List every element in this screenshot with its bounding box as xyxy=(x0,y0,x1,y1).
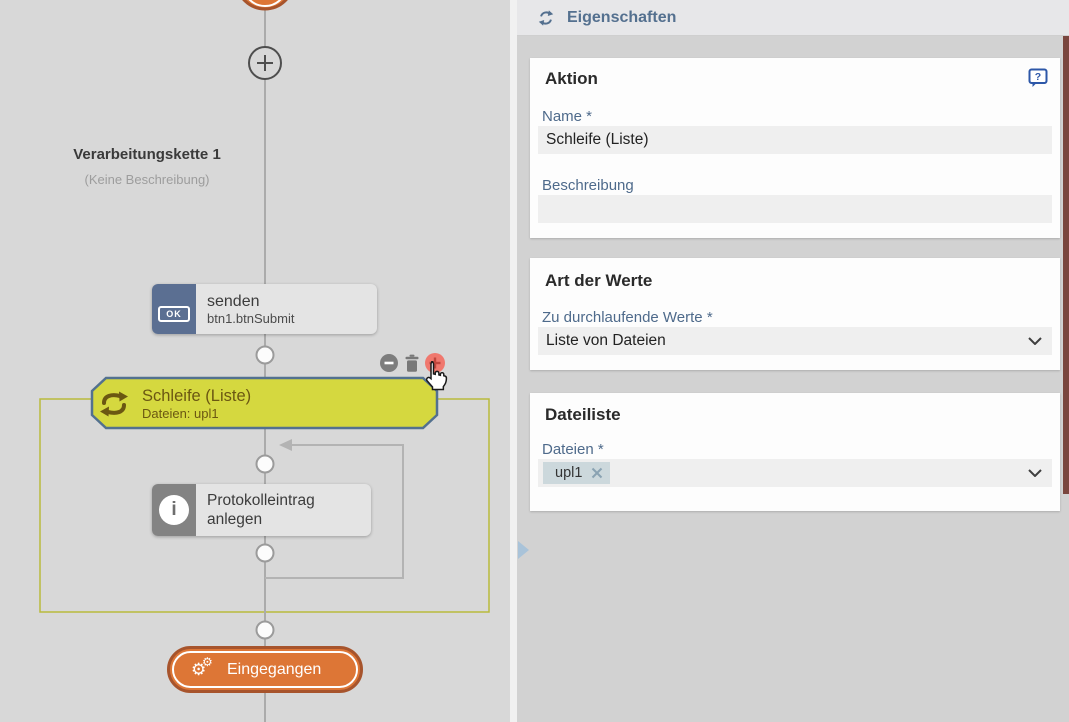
node-senden-subtitle: btn1.btnSubmit xyxy=(207,310,295,326)
panel-scrollbar[interactable] xyxy=(1063,36,1069,494)
chevron-down-icon xyxy=(1028,469,1042,477)
section-art-heading: Art der Werte xyxy=(545,271,653,290)
refresh-icon[interactable] xyxy=(537,9,555,27)
help-bubble-tail xyxy=(1032,82,1037,87)
node-protokolleintrag-title: Protokolleintrag anlegen xyxy=(207,492,315,528)
chip-upl1-label: upl1 xyxy=(555,465,583,481)
loop-back-arrow-icon xyxy=(279,439,292,451)
properties-panel: Eigenschaften Aktion ? Name * Schleife (… xyxy=(517,0,1069,722)
werte-label: Zu durchlaufende Werte * xyxy=(542,309,713,326)
ok-glyph-label: OK xyxy=(158,306,190,322)
panel-divider[interactable] xyxy=(510,0,517,722)
section-art-der-werte: Art der Werte Zu durchlaufende Werte * L… xyxy=(530,258,1060,370)
start-node-partial xyxy=(242,0,288,11)
node-senden-title: senden xyxy=(207,292,260,310)
chip-upl1[interactable]: upl1 xyxy=(543,462,611,484)
workflow-canvas[interactable]: Verarbeitungskette 1 (Keine Beschreibung… xyxy=(0,0,510,722)
delete-action-button[interactable] xyxy=(401,352,423,374)
panel-collapse-handle[interactable] xyxy=(518,541,529,559)
section-aktion-heading: Aktion xyxy=(545,69,598,88)
node-schleife[interactable]: Schleife (Liste) Dateien: upl1 xyxy=(98,381,428,427)
gears-icon: ⚙⚙ xyxy=(191,655,213,679)
connector-port[interactable] xyxy=(255,620,275,640)
dateien-label: Dateien * xyxy=(542,441,604,458)
chain-subtitle: (Keine Beschreibung) xyxy=(84,172,210,187)
name-label: Name * xyxy=(542,108,593,125)
node-toolbar xyxy=(378,352,446,374)
add-action-button[interactable] xyxy=(424,352,446,374)
name-input[interactable]: Schleife (Liste) xyxy=(538,126,1052,154)
node-senden[interactable]: OK senden btn1.btnSubmit xyxy=(152,284,377,334)
help-bubble-icon xyxy=(1028,68,1048,84)
node-schleife-subtitle: Dateien: upl1 xyxy=(142,405,219,421)
trash-icon xyxy=(405,354,419,372)
eingegangen-label: Eingegangen xyxy=(227,660,322,678)
connector-port[interactable] xyxy=(255,543,275,563)
info-icon: i xyxy=(152,484,196,536)
chip-close-icon[interactable] xyxy=(591,467,603,479)
help-button[interactable]: ? xyxy=(1028,68,1048,88)
chevron-down-icon xyxy=(1028,337,1042,345)
eingegangen-node[interactable]: ⚙⚙ Eingegangen xyxy=(167,646,363,693)
connector-port[interactable] xyxy=(255,345,275,365)
panel-header: Eigenschaften xyxy=(517,0,1069,36)
loop-back-path xyxy=(265,444,404,579)
node-protokolleintrag[interactable]: i Protokolleintrag anlegen xyxy=(152,484,371,536)
werte-select-value: Liste von Dateien xyxy=(546,332,666,349)
panel-title: Eigenschaften xyxy=(567,8,677,26)
add-node-button[interactable] xyxy=(248,46,282,80)
section-aktion: Aktion ? Name * Schleife (Liste) Beschre… xyxy=(530,58,1060,238)
node-schleife-title: Schleife (Liste) xyxy=(142,386,252,405)
werte-select[interactable]: Liste von Dateien xyxy=(538,327,1052,355)
remove-action-button[interactable] xyxy=(378,352,400,374)
chain-title: Verarbeitungskette 1 xyxy=(73,146,221,163)
chain-label: Verarbeitungskette 1 (Keine Beschreibung… xyxy=(40,146,254,187)
section-dateiliste: Dateiliste Dateien * upl1 xyxy=(530,393,1060,511)
loop-icon xyxy=(100,391,128,417)
connector-port[interactable] xyxy=(255,454,275,474)
dateien-select[interactable]: upl1 xyxy=(538,459,1052,487)
plus-icon xyxy=(257,55,273,71)
ok-button-icon: OK xyxy=(152,284,196,334)
section-dateiliste-heading: Dateiliste xyxy=(545,405,621,424)
minus-icon xyxy=(384,361,394,365)
beschreibung-input[interactable] xyxy=(538,195,1052,223)
beschreibung-label: Beschreibung xyxy=(542,177,634,194)
help-glyph: ? xyxy=(1035,71,1041,83)
info-glyph: i xyxy=(159,495,189,525)
